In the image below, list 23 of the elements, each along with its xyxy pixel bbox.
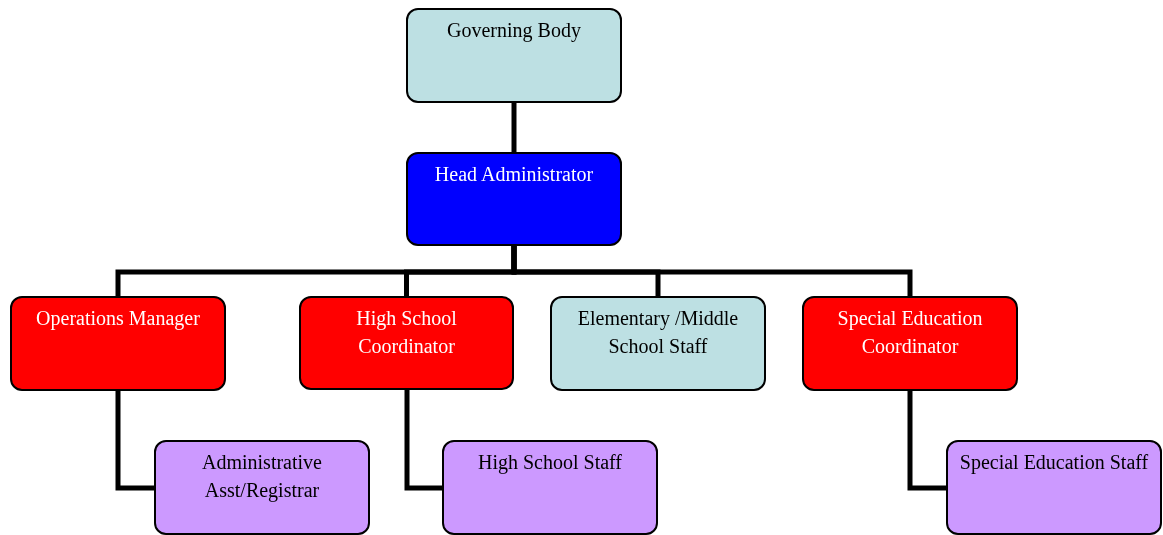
connector-line [115, 391, 154, 491]
role-title: High School Staff [476, 450, 624, 476]
connector-line [907, 391, 946, 491]
role-title: Special Education Coordinator [836, 306, 984, 359]
org-box [406, 8, 622, 103]
org-box [299, 296, 514, 390]
role-title: Special Education Staff [958, 450, 1150, 476]
org-box [10, 296, 226, 391]
org-box [550, 296, 766, 391]
org-box [802, 296, 1018, 391]
connector-line [404, 390, 442, 491]
org-box [154, 440, 370, 535]
org-box [946, 440, 1162, 535]
connector-line [511, 103, 517, 152]
role-title: High School Coordinator [355, 306, 458, 359]
connector-line [511, 246, 913, 296]
org-box [442, 440, 658, 535]
role-title: Head Administrator [433, 162, 595, 187]
role-title: Elementary /Middle School Staff [576, 306, 740, 359]
role-title: Operations Manager [35, 306, 201, 332]
role-title: Administrative Asst/Registrar [201, 450, 323, 504]
org-box [406, 152, 622, 246]
role-title: Governing Body [446, 18, 582, 44]
